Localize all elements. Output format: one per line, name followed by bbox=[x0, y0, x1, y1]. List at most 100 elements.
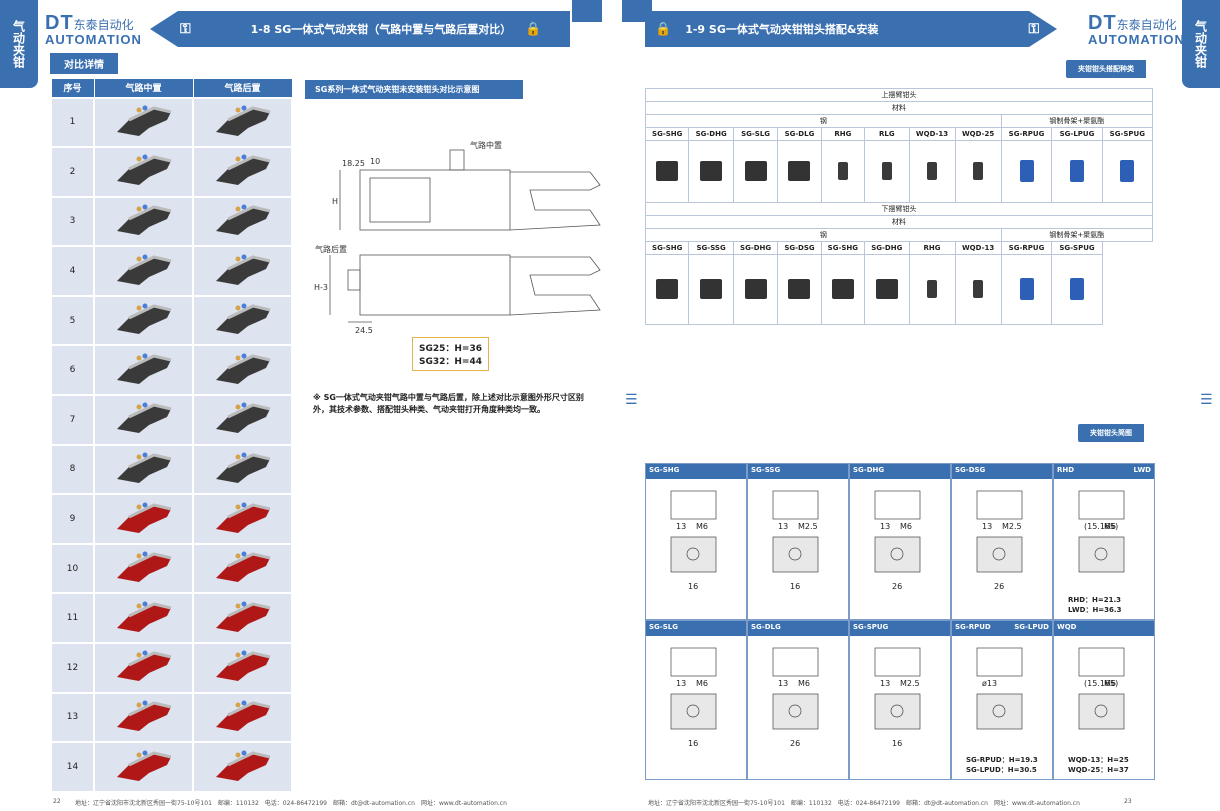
drawing-title-bar: SG-DHG bbox=[850, 464, 950, 479]
table-row: 11 bbox=[50, 592, 293, 645]
cell-mid bbox=[93, 245, 194, 297]
gripper-rear-image bbox=[208, 548, 278, 586]
cell-index: 3 bbox=[50, 195, 95, 248]
dim-label: (15.165) bbox=[1084, 522, 1118, 531]
drawing-sketch: (15.165)M6 bbox=[1078, 490, 1125, 573]
gripper-rear-image bbox=[208, 201, 278, 239]
cell-index: 7 bbox=[50, 394, 95, 446]
cell-index: 11 bbox=[50, 592, 95, 645]
gripper-mid-image bbox=[109, 598, 179, 636]
drawing-cell: SG-SSG 13 M2.5 16 bbox=[747, 463, 849, 620]
lock-icon-right: 🔒 bbox=[655, 21, 672, 37]
gripper-rear-image bbox=[208, 449, 278, 487]
model-image bbox=[732, 254, 779, 325]
drawing-title2: SG-LPUD bbox=[1014, 623, 1049, 631]
logo-left: DT东泰自动化 AUTOMATION bbox=[45, 12, 142, 47]
gripper-head-icon bbox=[1070, 277, 1084, 300]
gripper-head-icon bbox=[744, 278, 767, 299]
banner-right-title: 1-9 SG一体式气动夹钳钳头搭配&安装 bbox=[685, 23, 879, 36]
drawing-title: SG-DLG bbox=[751, 623, 781, 631]
cell-mid bbox=[93, 741, 194, 793]
model-image bbox=[732, 140, 779, 203]
dim-label: 16 bbox=[790, 582, 800, 591]
model-header: RHG bbox=[820, 127, 866, 141]
gripper-mid-image bbox=[109, 647, 179, 685]
logo-cn: 东泰自动化 bbox=[73, 18, 134, 32]
cell-mid bbox=[93, 642, 194, 694]
compare-drawing: 气路中置 气路后置 10 18.25 H H-3 24.5 bbox=[314, 140, 601, 335]
cell-mid bbox=[93, 294, 194, 347]
model-image bbox=[954, 254, 1002, 325]
h-sg25: SG25：H=36 bbox=[419, 344, 482, 354]
dim-label: 26 bbox=[994, 582, 1004, 591]
gripper-head-icon bbox=[1019, 277, 1034, 300]
dim-label: M2.5 bbox=[900, 679, 920, 688]
upper-title: 上摆臂钳头 bbox=[645, 88, 1153, 102]
menu-icon-right[interactable]: ☰ bbox=[1200, 392, 1213, 408]
cell-rear bbox=[192, 493, 293, 545]
gripper-mid-image bbox=[109, 151, 179, 189]
model-image bbox=[820, 254, 866, 325]
cell-rear bbox=[192, 691, 293, 744]
model-header: SG-RPUG bbox=[1000, 241, 1053, 255]
gripper-head-icon bbox=[1070, 159, 1084, 182]
drawing-title-bar: WQD bbox=[1054, 621, 1154, 636]
gripper-rear-image bbox=[208, 102, 278, 140]
model-image bbox=[864, 254, 910, 325]
upper-steel-poly: 钢制骨架+聚氨酯 bbox=[1000, 114, 1154, 128]
drawing-note: WQD-13：H=25 bbox=[1068, 756, 1129, 764]
banner-left: ⚿ 1-8 SG一体式气动夹钳（气路中置与气路后置对比） 🔒 bbox=[150, 11, 570, 47]
cell-rear bbox=[192, 195, 293, 248]
table-row: 2 bbox=[50, 146, 293, 198]
th-rear: 气路后置 bbox=[192, 78, 293, 98]
dim-label: ø13 bbox=[982, 679, 997, 688]
dim-label: 26 bbox=[790, 739, 800, 748]
gripper-head-icon bbox=[700, 160, 723, 181]
drawing-title-bar: SG-DLG bbox=[748, 621, 848, 636]
gripper-head-icon bbox=[973, 161, 984, 180]
dim-label: M6 bbox=[798, 679, 810, 688]
model-image bbox=[1051, 140, 1103, 203]
dim-label: 13 bbox=[982, 522, 992, 531]
side-tab-left[interactable]: 气动夹钳 bbox=[0, 0, 38, 88]
model-image bbox=[688, 254, 734, 325]
gripper-mid-image bbox=[109, 102, 179, 140]
dim-label: 13 bbox=[778, 522, 788, 531]
gripper-head-icon bbox=[881, 161, 892, 180]
gripper-head-icon bbox=[788, 278, 811, 299]
banner-right: 🔒 1-9 SG一体式气动夹钳钳头搭配&安装 ⚿ bbox=[645, 11, 1057, 47]
dim-label: M2.5 bbox=[798, 522, 818, 531]
model-header: SG-RPUG bbox=[1000, 127, 1053, 141]
cell-index: 14 bbox=[50, 741, 95, 793]
model-header: SG-DLG bbox=[777, 127, 822, 141]
gripper-mid-image bbox=[109, 449, 179, 487]
model-image bbox=[777, 254, 822, 325]
drawing-title: RHD bbox=[1057, 466, 1075, 474]
logo-automation: AUTOMATION bbox=[45, 32, 142, 47]
gripper-head-icon bbox=[656, 278, 679, 299]
dim-label: 13 bbox=[880, 679, 890, 688]
drawing-title: SG-SSG bbox=[751, 466, 781, 474]
footer-right: 地址：辽宁省沈阳市沈北新区秀园一街75-10号101 邮编：110132 电话：… bbox=[648, 800, 1080, 807]
drawing-title: SG-SLG bbox=[649, 623, 678, 631]
side-tab-right[interactable]: 气动夹钳 bbox=[1182, 0, 1220, 88]
cell-mid bbox=[93, 344, 194, 397]
drawing-title: SG-DSG bbox=[955, 466, 986, 474]
model-header: WQD-25 bbox=[954, 127, 1002, 141]
logo-dt: DT bbox=[45, 12, 74, 34]
dim-10: 10 bbox=[370, 157, 380, 166]
model-header: SG-SHG bbox=[644, 127, 690, 141]
drawing-note: RHD：H=21.3 bbox=[1068, 596, 1122, 604]
drawing-sketch: ø13 bbox=[976, 647, 1023, 730]
model-image bbox=[777, 140, 822, 203]
menu-icon-left[interactable]: ☰ bbox=[625, 392, 638, 408]
section-pill: 对比详情 bbox=[50, 53, 118, 74]
dim-label: 16 bbox=[892, 739, 902, 748]
gripper-rear-image bbox=[208, 747, 278, 785]
gripper-rear-image bbox=[208, 499, 278, 537]
th-index: 序号 bbox=[50, 78, 95, 98]
key-icon: ⚿ bbox=[180, 21, 191, 37]
